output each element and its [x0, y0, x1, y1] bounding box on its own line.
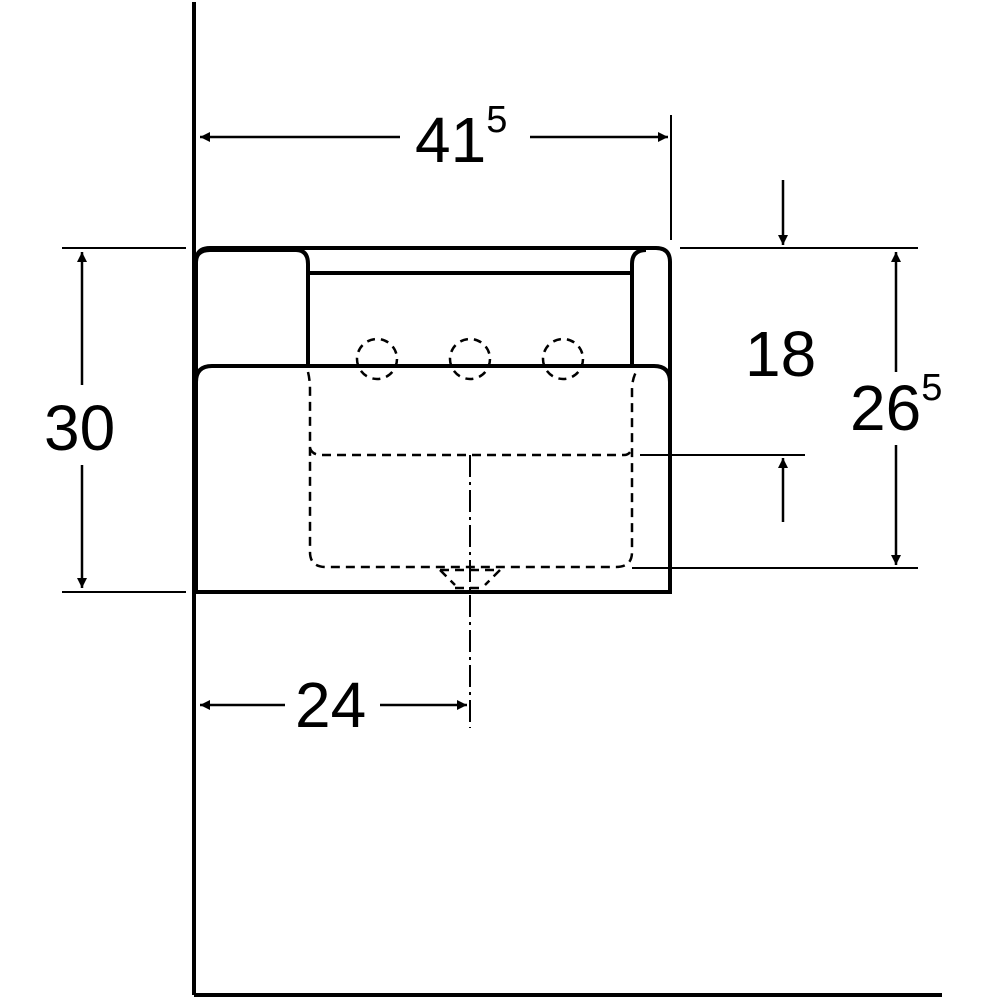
tap-hole	[448, 337, 492, 381]
dimension-width-label: 415	[415, 99, 507, 176]
dimension-height-label: 30	[44, 392, 115, 464]
tap-holes	[355, 337, 585, 381]
dimension-drain-offset-label: 24	[295, 669, 366, 741]
tap-hole	[541, 337, 585, 381]
dimension-bowl-depth-label: 18	[745, 318, 816, 390]
tap-hole	[355, 337, 399, 381]
bowl-hidden-outline	[306, 371, 638, 590]
basin-outline	[194, 246, 672, 594]
extension-lines	[62, 115, 918, 593]
dimension-height-right-label: 265	[850, 367, 942, 444]
